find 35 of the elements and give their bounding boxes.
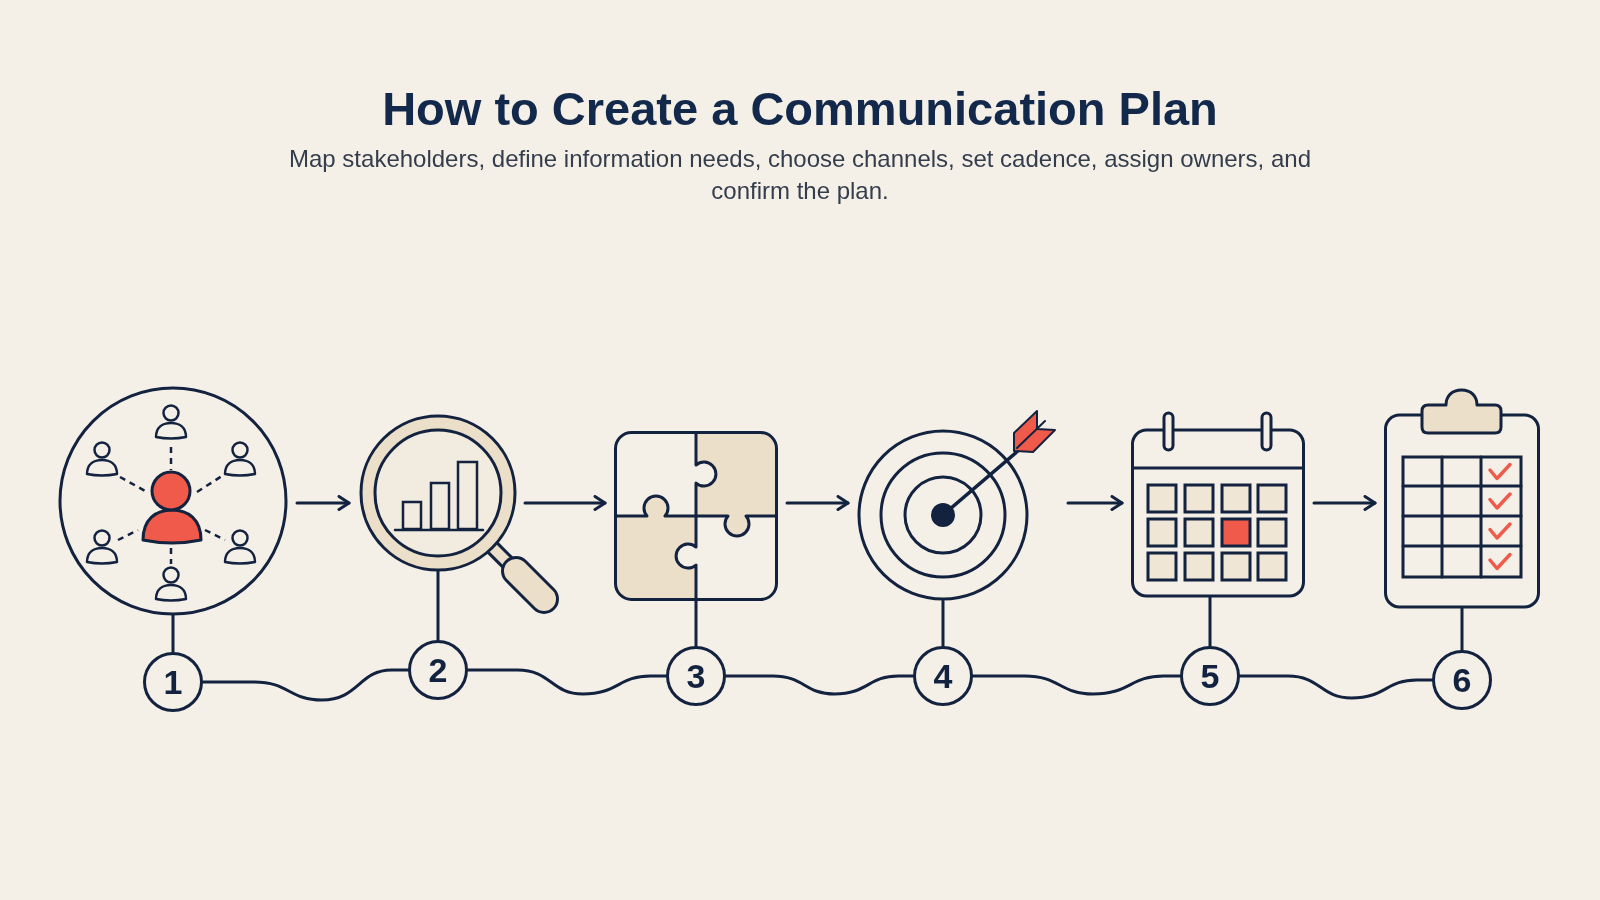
step-circle xyxy=(666,646,726,706)
stakeholder-network-drawing xyxy=(58,386,288,616)
connector-line xyxy=(436,569,440,642)
calendar-drawing xyxy=(1131,411,1305,598)
connector-line xyxy=(1208,595,1212,648)
wavy-connector-line xyxy=(466,668,668,696)
clipboard-checklist-drawing xyxy=(1384,388,1540,609)
step-circle xyxy=(1432,650,1492,710)
puzzle-drawing xyxy=(614,431,778,601)
title: How to Create a Communication Plan xyxy=(382,81,1218,137)
step-number: 1 xyxy=(163,664,183,700)
arrow xyxy=(785,495,850,511)
arrow xyxy=(1312,495,1377,511)
connector-line xyxy=(941,599,945,648)
wavy-connector-line xyxy=(201,668,410,702)
step-circle xyxy=(408,640,468,700)
step-number: 6 xyxy=(1452,662,1472,698)
connector-line xyxy=(694,599,698,648)
connector-line xyxy=(1460,606,1464,652)
step-circle xyxy=(143,652,203,712)
step-circle xyxy=(913,646,973,706)
arrow xyxy=(1066,495,1124,511)
step-number: 5 xyxy=(1200,658,1220,694)
step-circle xyxy=(1180,646,1240,706)
connector-line xyxy=(171,613,175,654)
wavy-connector-line xyxy=(1238,674,1434,700)
arrow xyxy=(295,495,351,511)
wavy-connector-line xyxy=(971,674,1182,696)
step-number: 3 xyxy=(686,658,706,694)
target-arrow-drawing xyxy=(857,408,1059,602)
step-number: 2 xyxy=(428,652,448,688)
wavy-connector-line xyxy=(724,674,915,696)
arrow xyxy=(523,495,607,511)
step-number: 4 xyxy=(933,658,953,694)
subtitle: Map stakeholders, define information needs, choose channels, set cadence, assign owners, and confirm the plan. xyxy=(288,144,1312,206)
